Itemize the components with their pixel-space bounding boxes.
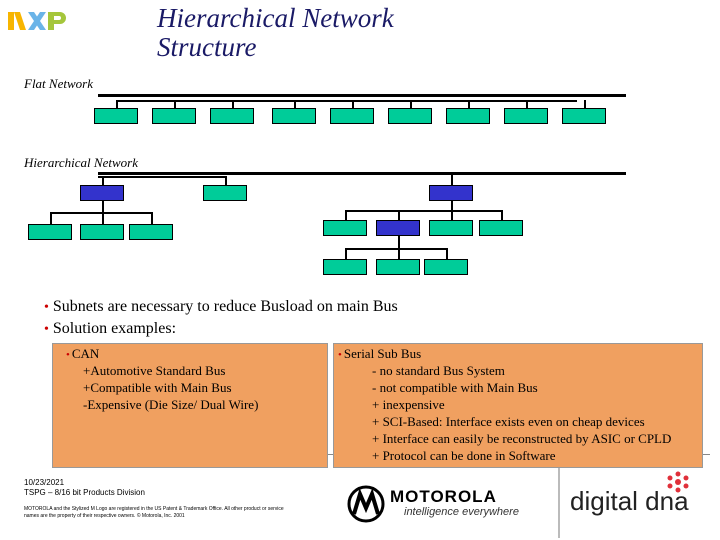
- subnet-connector: [345, 210, 347, 220]
- gateway-node: [429, 185, 473, 201]
- serial-line: + SCI-Based: Interface exists even on ch…: [372, 414, 645, 429]
- network-node: [446, 108, 490, 124]
- hierarchical-network-diagram: [28, 172, 626, 275]
- flat-connector: [232, 100, 234, 109]
- digitaldna-logo: digital dna: [558, 468, 718, 538]
- subnet-connector: [451, 201, 453, 211]
- serial-line: + inexpensive: [372, 397, 445, 412]
- serial-heading: •Serial Sub Bus: [338, 346, 422, 361]
- flat-connector: [174, 100, 176, 109]
- slide-title: Hierarchical Network Structure: [157, 3, 394, 62]
- network-node: [152, 108, 196, 124]
- flat-connector: [584, 100, 586, 109]
- motorola-wordmark: MOTOROLA: [390, 487, 497, 506]
- network-node: [272, 108, 316, 124]
- network-node: [424, 259, 468, 275]
- subnet-connector: [345, 248, 347, 259]
- network-node: [210, 108, 254, 124]
- flat-main-bus: [98, 94, 626, 97]
- subnet-connector: [451, 210, 453, 220]
- network-node: [388, 108, 432, 124]
- subnet-connector: [151, 212, 153, 224]
- network-node: [80, 224, 124, 240]
- flat-connector: [352, 100, 354, 109]
- serial-line: + Protocol can be done in Software: [372, 448, 556, 463]
- bullet-dot: •: [44, 300, 49, 315]
- nxp-logo: [8, 8, 68, 34]
- flat-network-label: Flat Network: [24, 76, 93, 91]
- can-line: -Expensive (Die Size/ Dual Wire): [83, 397, 259, 412]
- flat-connector: [468, 100, 470, 109]
- subnet-bus-right: [345, 210, 502, 212]
- subnet-connector: [446, 248, 448, 259]
- flat-connector: [116, 100, 118, 109]
- subnet-bus-left: [50, 212, 153, 214]
- subnet-connector: [501, 210, 503, 220]
- motorola-tagline: intelligence everywhere: [404, 506, 519, 518]
- motorola-logo: [346, 484, 386, 524]
- bullet-list: •Subnets are necessary to reduce Busload…: [44, 296, 398, 340]
- flat-connector: [526, 100, 528, 109]
- network-node: [323, 259, 367, 275]
- subnet-connector: [398, 248, 400, 259]
- hier-connector: [102, 176, 104, 186]
- bullet-item: •Solution examples:: [44, 318, 398, 340]
- network-node: [479, 220, 523, 236]
- hier-main-bus: [98, 172, 626, 175]
- hier-bus-left: [98, 176, 226, 178]
- bullet-item: •Subnets are necessary to reduce Busload…: [44, 296, 398, 318]
- logo-divider: [558, 468, 560, 538]
- motorola-m-icon: [347, 485, 385, 523]
- network-node: [129, 224, 173, 240]
- network-node: [330, 108, 374, 124]
- hier-connector: [225, 176, 227, 186]
- flat-network-diagram: [0, 0, 720, 140]
- bullet-dot: •: [44, 322, 49, 337]
- serial-line: - no standard Bus System: [372, 363, 505, 378]
- network-node: [28, 224, 72, 240]
- bullet-text: Subnets are necessary to reduce Busload …: [52, 298, 398, 315]
- network-node: [376, 259, 420, 275]
- gateway-node: [376, 220, 420, 236]
- dna-star-icon: [667, 471, 689, 493]
- network-node: [94, 108, 138, 124]
- flat-bus-branch: [117, 100, 577, 102]
- network-node: [562, 108, 606, 124]
- network-node: [504, 108, 548, 124]
- gateway-node: [80, 185, 124, 201]
- serial-sub-bus-box: •Serial Sub Bus - no standard Bus System…: [333, 343, 703, 468]
- footer-legal: MOTOROLA and the Stylized M Logo are reg…: [24, 506, 284, 519]
- network-node: [429, 220, 473, 236]
- serial-line: - not compatible with Main Bus: [372, 380, 538, 395]
- footer-date: 10/23/2021: [24, 478, 65, 487]
- serial-line: + Interface can easily be reconstructed …: [372, 431, 672, 446]
- flat-connector: [294, 100, 296, 109]
- hierarchical-network-label: Hierarchical Network: [24, 155, 138, 170]
- subnet-connector: [102, 201, 104, 213]
- flat-connector: [410, 100, 412, 109]
- subnet-connector: [398, 210, 400, 220]
- footer-division: TSPG – 8/16 bit Products Division: [24, 488, 145, 497]
- digitaldna-wordmark: digital dna: [570, 486, 689, 516]
- network-node: [203, 185, 247, 201]
- hier-connector: [451, 174, 453, 186]
- subnet-connector: [102, 212, 104, 224]
- subnet-bus-lower: [345, 248, 448, 250]
- network-node: [323, 220, 367, 236]
- can-line: +Automotive Standard Bus: [83, 363, 226, 378]
- subnet-connector: [398, 236, 400, 249]
- can-line: +Compatible with Main Bus: [83, 380, 232, 395]
- bullet-text: Solution examples:: [52, 320, 177, 337]
- nxp-logo-graphic: [8, 12, 66, 30]
- subnet-connector: [50, 212, 52, 224]
- can-heading: •CAN: [66, 346, 100, 361]
- can-box: •CAN +Automotive Standard Bus +Compatibl…: [52, 343, 328, 468]
